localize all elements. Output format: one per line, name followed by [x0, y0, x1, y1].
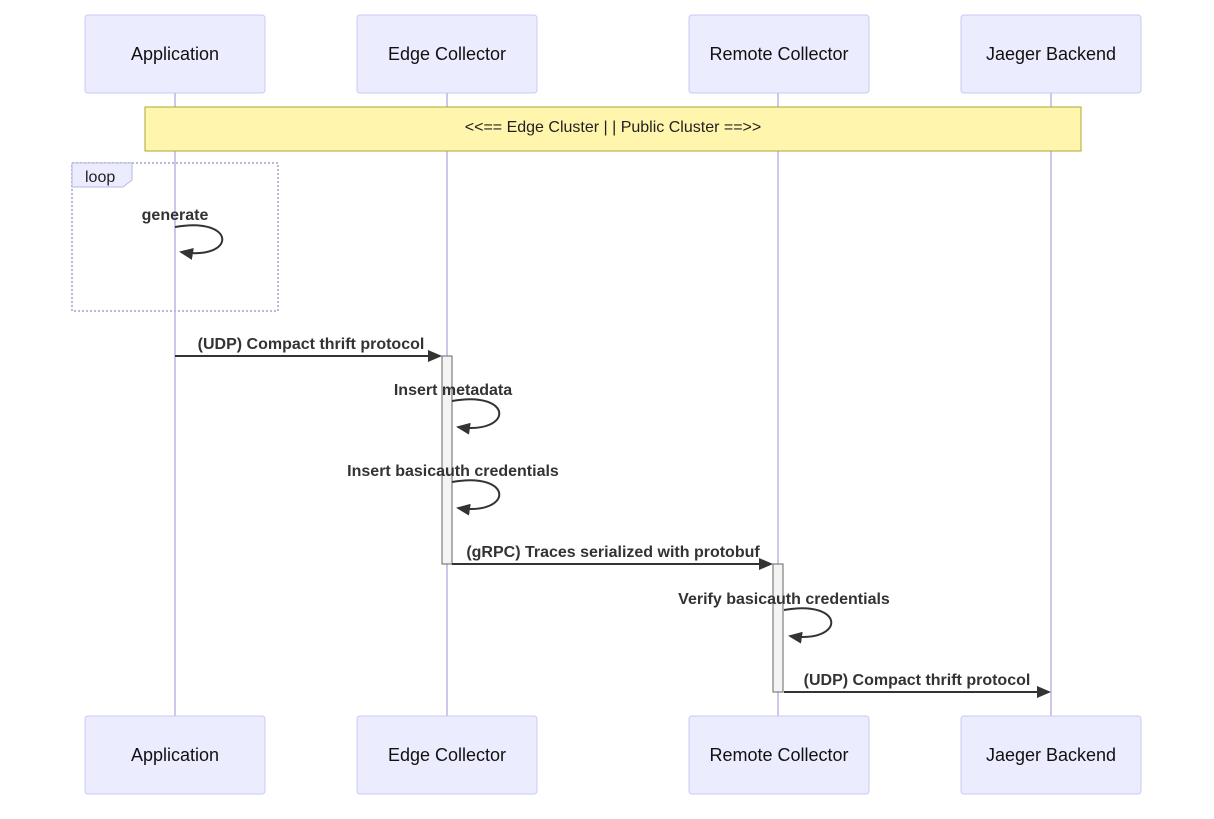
actor-box-edge-collector-top	[356, 14, 538, 94]
loop-label: loop	[85, 169, 115, 186]
actor-box-edge-collector-bottom	[356, 715, 538, 795]
self-arrow-insert-metadata	[451, 398, 501, 435]
message-label-udp-app-to-edge: (UDP) Compact thrift protocol	[198, 336, 425, 353]
loop-fragment: loop generate	[71, 162, 279, 312]
message-udp-remote-to-backend: (UDP) Compact thrift protocol	[784, 672, 1051, 698]
self-arrow-verify-basicauth	[783, 607, 833, 644]
participants-top: Application Edge Collector Remote Collec…	[84, 14, 1142, 94]
actor-label-edge-collector-top: Edge Collector	[388, 44, 506, 64]
actor-label-application-top: Application	[131, 44, 219, 64]
actor-box-jaeger-backend-bottom	[960, 715, 1142, 795]
self-arrow-insert-basicauth	[451, 479, 501, 516]
actor-box-application-bottom	[84, 715, 266, 795]
actor-label-application-bottom: Application	[131, 745, 219, 765]
message-verify-basicauth: Verify basicauth credentials	[678, 591, 890, 644]
message-udp-app-to-edge: (UDP) Compact thrift protocol	[175, 336, 442, 362]
participants-bottom: Application Edge Collector Remote Collec…	[84, 715, 1142, 795]
message-label-insert-basicauth: Insert basicauth credentials	[347, 463, 559, 480]
actor-label-remote-collector-top: Remote Collector	[709, 44, 848, 64]
activation-edge-collector	[441, 355, 453, 565]
message-insert-basicauth: Insert basicauth credentials	[347, 463, 559, 516]
message-grpc-edge-to-remote: (gRPC) Traces serialized with protobuf	[452, 544, 773, 570]
loop-label-tab	[71, 162, 133, 188]
actor-box-remote-collector-top	[688, 14, 870, 94]
actor-label-jaeger-backend-top: Jaeger Backend	[986, 44, 1116, 64]
activation-remote-collector	[772, 563, 784, 693]
actor-box-application-top	[84, 14, 266, 94]
note-box	[144, 106, 1082, 152]
message-label-verify-basicauth: Verify basicauth credentials	[678, 591, 890, 608]
message-label-udp-remote-to-backend: (UDP) Compact thrift protocol	[804, 672, 1031, 689]
note-edge-public-cluster: <<== Edge Cluster | | Public Cluster ==>…	[144, 106, 1082, 152]
actor-box-jaeger-backend-top	[960, 14, 1142, 94]
actor-label-edge-collector-bottom: Edge Collector	[388, 745, 506, 765]
note-label: <<== Edge Cluster | | Public Cluster ==>…	[465, 119, 761, 136]
message-insert-metadata: Insert metadata	[394, 382, 512, 435]
actor-label-remote-collector-bottom: Remote Collector	[709, 745, 848, 765]
loop-border	[71, 162, 279, 312]
self-arrow-generate	[174, 224, 224, 260]
actor-label-jaeger-backend-bottom: Jaeger Backend	[986, 745, 1116, 765]
message-label-grpc-edge-to-remote: (gRPC) Traces serialized with protobuf	[466, 544, 760, 561]
lifelines	[174, 93, 1052, 716]
actor-box-remote-collector-bottom	[688, 715, 870, 795]
message-label-insert-metadata: Insert metadata	[394, 382, 512, 399]
message-label-generate: generate	[142, 207, 209, 224]
